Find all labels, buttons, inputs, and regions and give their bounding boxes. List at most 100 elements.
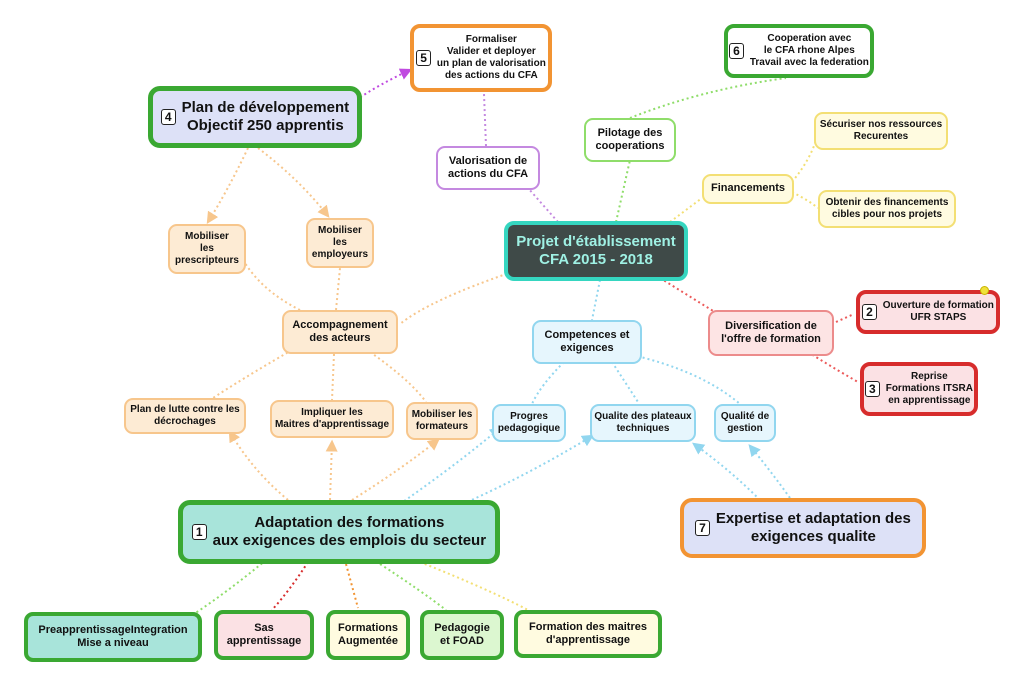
link-adapt-pedagogie [379,563,447,611]
link-diversification-reprise [807,351,859,383]
gestion-node[interactable]: Qualité de gestion [714,404,776,442]
obtenir-label: Obtenir des financements cibles pour nos… [825,197,949,220]
adaptation-formations-label: Adaptation des formations aux exigences … [212,514,487,549]
marker-dot [980,286,989,295]
maitres-label: Impliquer les Maitres d'apprentissage [274,407,390,430]
number-badge: 5 [416,50,431,66]
gestion-label: Qualité de gestion [720,411,770,434]
arrow-plan-employeurs [257,147,330,218]
arrow-adapt-decrochages [228,429,289,501]
formaliser-label: Formaliser Valider et deployer un plan d… [436,34,546,81]
competences-label: Competences et exigences [544,328,630,354]
pilotage-label: Pilotage des cooperations [595,126,665,152]
reprise-label: Reprise Formations ITSRA en apprentissag… [885,371,973,406]
pedagogie-foad-node[interactable]: Pedagogie et FOAD [420,610,504,660]
link-acc-decrochages [209,349,293,401]
accompagnement-node[interactable]: Accompagnement des acteurs [282,310,398,354]
link-comp-progres [531,361,565,405]
plateaux-node[interactable]: Qualite des plateaux techniques [590,404,696,442]
arrow-plan-formaliser [355,68,413,101]
number-badge: 4 [160,109,176,125]
link-central-diversification [659,277,719,315]
diversification-label: Diversification de l'offre de formation [721,319,821,345]
valorisation-label: Valorisation de actions du CFA [447,154,529,180]
number-badge: 7 [695,520,710,536]
link-acc-formateurs [369,351,427,403]
central-label: Projet d'établissement CFA 2015 - 2018 [516,233,676,268]
link-central-financements [661,197,703,229]
obtenir-node[interactable]: Obtenir des financements cibles pour nos… [818,190,956,228]
competences-node[interactable]: Competences et exigences [532,320,642,364]
arrow-expertise-plateaux [692,442,761,501]
link-adapt-augmentee [345,563,359,609]
link-adapt-formation-maitres [419,561,529,611]
arrow-expertise-gestion [748,444,791,499]
valorisation-node[interactable]: Valorisation de actions du CFA [436,146,540,190]
link-comp-gestion [627,353,741,405]
link-central-valorisation [527,187,559,223]
decrochages-label: Plan de lutte contre les décrochages [130,404,240,427]
reprise-node[interactable]: 3 Reprise Formations ITSRA en apprentiss… [860,362,978,416]
link-acc-employeurs [335,267,341,311]
formaliser-node[interactable]: 5 Formaliser Valider et deployer un plan… [410,24,552,92]
ouverture-label: Ouverture de formation UFR STAPS [882,300,994,323]
financements-node[interactable]: Financements [702,174,794,204]
number-badge: 3 [865,381,880,397]
link-central-competences [591,279,601,321]
sas-apprentissage-label: Sas apprentissage [226,621,302,647]
link-pilotage-cooperation [629,77,787,119]
sas-apprentissage-node[interactable]: Sas apprentissage [214,610,314,660]
link-financements-obtenir [791,191,819,209]
plan-developpement-node[interactable]: 4 Plan de développement Objectif 250 app… [148,86,362,148]
arrow-plan-prescripteurs [206,147,249,225]
formateurs-node[interactable]: Mobiliser les formateurs [406,402,478,440]
prescripteurs-node[interactable]: Mobiliser les prescripteurs [168,224,246,274]
pedagogie-foad-label: Pedagogie et FOAD [434,621,490,647]
central-node[interactable]: Projet d'établissement CFA 2015 - 2018 [504,221,688,281]
progres-label: Progres pedagogique [497,411,561,434]
formations-augmentee-node[interactable]: Formations Augmentée [326,610,410,660]
arrow-adapt-maitres [325,439,338,501]
number-badge: 1 [191,524,207,540]
accompagnement-label: Accompagnement des acteurs [292,318,388,344]
preapprentissage-node[interactable]: PreapprentissageIntegration Mise a nivea… [24,612,202,662]
cooperation-label: Cooperation avec le CFA rhone Alpes Trav… [749,33,869,68]
link-valorisation-formaliser [483,93,487,147]
link-central-accompagnement [399,271,513,325]
decrochages-node[interactable]: Plan de lutte contre les décrochages [124,398,246,434]
plan-developpement-label: Plan de développement Objectif 250 appre… [181,99,350,134]
link-acc-prescripteurs [241,257,301,311]
number-badge: 2 [862,304,877,320]
cooperation-node[interactable]: 6 Cooperation avec le CFA rhone Alpes Tr… [724,24,874,78]
link-financements-securiser [791,139,817,183]
link-comp-plateaux [611,361,639,403]
number-badge: 6 [729,43,744,59]
expertise-qualite-label: Expertise et adaptation des exigences qu… [715,510,911,545]
securiser-node[interactable]: Sécuriser nos ressources Recurentes [814,112,948,150]
formations-augmentee-label: Formations Augmentée [338,621,398,647]
preapprentissage-label: PreapprentissageIntegration Mise a nivea… [38,623,188,649]
expertise-qualite-node[interactable]: 7 Expertise et adaptation des exigences … [680,498,926,558]
formation-maitres-node[interactable]: Formation des maitres d'apprentissage [514,610,662,658]
link-adapt-sas [271,561,309,611]
diversification-node[interactable]: Diversification de l'offre de formation [708,310,834,356]
maitres-node[interactable]: Impliquer les Maitres d'apprentissage [270,400,394,438]
link-central-pilotage [615,159,631,223]
securiser-label: Sécuriser nos ressources Recurentes [819,119,943,142]
prescripteurs-label: Mobiliser les prescripteurs [175,231,239,266]
link-adapt-preapp [193,559,267,615]
progres-node[interactable]: Progres pedagogique [492,404,566,442]
adaptation-formations-node[interactable]: 1 Adaptation des formations aux exigence… [178,500,500,564]
arrow-adapt-progres [399,426,502,505]
financements-label: Financements [711,182,785,195]
link-acc-maitres [331,353,335,401]
link-diversification-ouverture [835,313,855,323]
formateurs-label: Mobiliser les formateurs [411,409,473,432]
plateaux-label: Qualite des plateaux techniques [594,411,692,434]
employeurs-label: Mobiliser les employeurs [311,225,369,260]
pilotage-node[interactable]: Pilotage des cooperations [584,118,676,162]
ouverture-node[interactable]: 2 Ouverture de formation UFR STAPS [856,290,1000,334]
employeurs-node[interactable]: Mobiliser les employeurs [306,218,374,268]
arrow-adapt-formateurs [351,438,440,501]
